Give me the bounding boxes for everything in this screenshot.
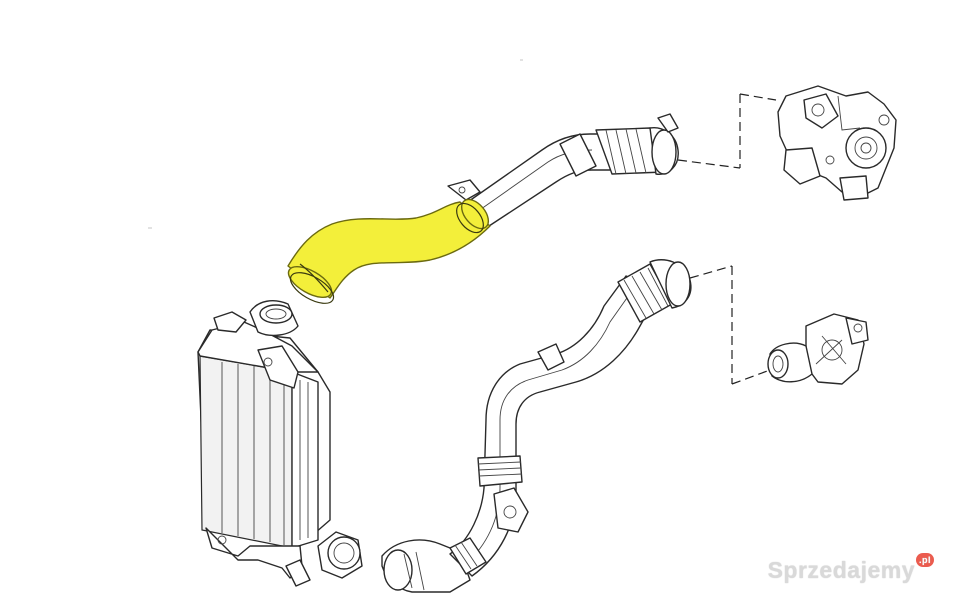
scan-marks: [148, 59, 523, 229]
lower-outlet-pipe[interactable]: [381, 259, 692, 593]
leader-lines: [677, 93, 777, 385]
upper-rigid-pipe[interactable]: [447, 113, 679, 229]
upper-intake-hose[interactable]: [284, 195, 494, 310]
intercooler[interactable]: [197, 300, 363, 587]
watermark: Sprzedajemy .pl: [767, 553, 934, 584]
turbocharger[interactable]: [777, 85, 897, 201]
watermark-badge: .pl: [916, 553, 934, 567]
watermark-text: Sprzedajemy: [767, 557, 915, 583]
throttle-body[interactable]: [767, 313, 869, 385]
